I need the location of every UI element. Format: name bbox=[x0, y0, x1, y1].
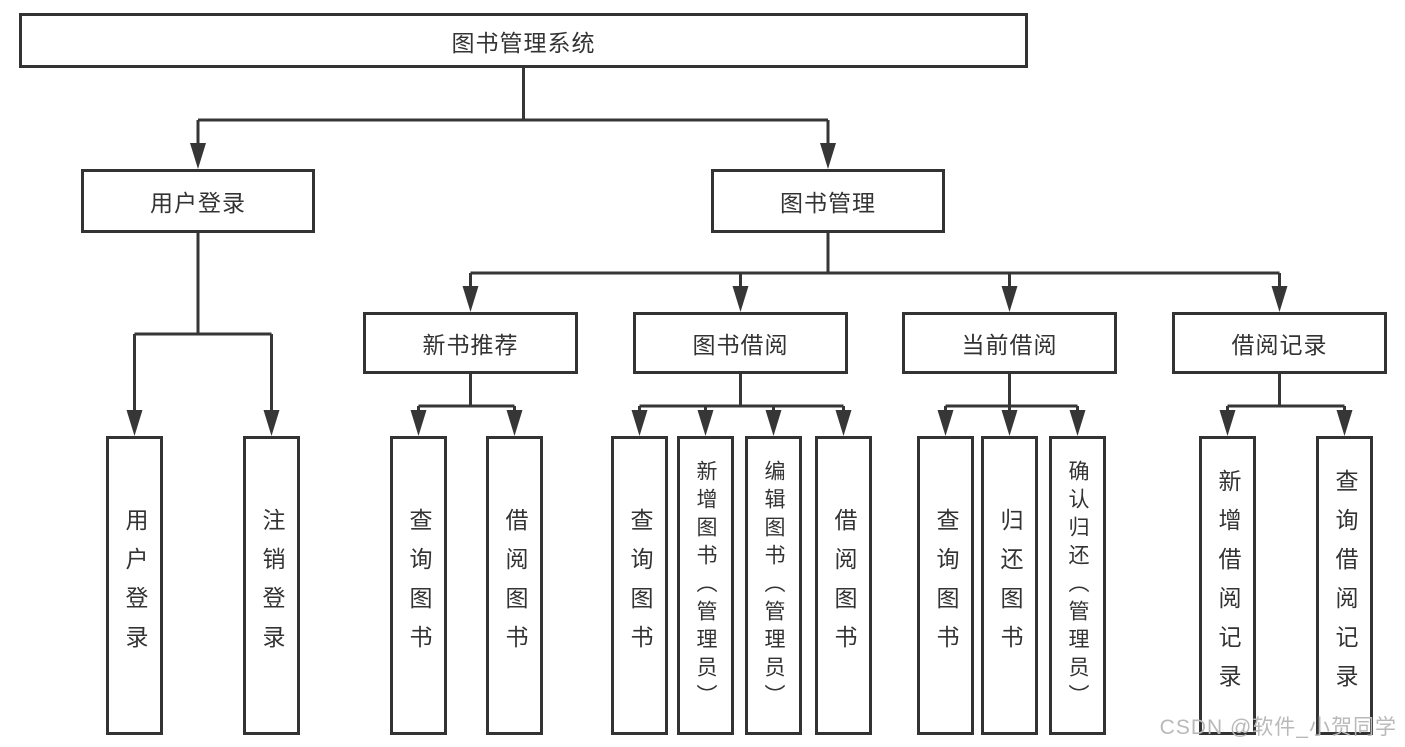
leaf-borrow-edit-admin-label: 编辑图书（管理员） bbox=[762, 459, 785, 712]
leaf-borrow-add-admin: 新增图书（管理员） bbox=[677, 436, 734, 735]
leaf-record-query: 查询借阅记录 bbox=[1316, 436, 1373, 735]
leaf-newbook-query: 查询图书 bbox=[390, 436, 447, 735]
leaf-record-query-label: 查询借阅记录 bbox=[1332, 468, 1358, 703]
csdn-watermark: CSDN @软件_小贺同学 bbox=[1159, 716, 1397, 739]
node-book-management-label: 图书管理 bbox=[780, 190, 876, 216]
node-user-login-label: 用户登录 bbox=[150, 190, 246, 216]
leaf-borrow-query: 查询图书 bbox=[611, 436, 668, 735]
node-user-login: 用户登录 bbox=[81, 169, 315, 233]
node-new-book-recommend-label: 新书推荐 bbox=[422, 332, 519, 358]
leaf-borrow-borrow-label: 借阅图书 bbox=[831, 507, 857, 664]
node-book-management: 图书管理 bbox=[711, 169, 945, 233]
node-current-borrow: 当前借阅 bbox=[902, 312, 1117, 374]
leaf-borrow-edit-admin: 编辑图书（管理员） bbox=[745, 436, 802, 735]
leaf-current-confirm-admin: 确认归还（管理员） bbox=[1049, 436, 1106, 735]
leaf-current-query-label: 查询图书 bbox=[933, 507, 959, 664]
leaf-borrow-borrow: 借阅图书 bbox=[815, 436, 872, 735]
leaf-newbook-query-label: 查询图书 bbox=[406, 507, 432, 664]
leaf-current-confirm-admin-label: 确认归还（管理员） bbox=[1066, 459, 1089, 712]
node-new-book-recommend: 新书推荐 bbox=[363, 312, 578, 374]
node-book-borrow-label: 图书借阅 bbox=[692, 332, 789, 358]
node-current-borrow-label: 当前借阅 bbox=[961, 332, 1058, 358]
node-root: 图书管理系统 bbox=[19, 13, 1028, 68]
leaf-record-add: 新增借阅记录 bbox=[1199, 436, 1256, 735]
leaf-current-return: 归还图书 bbox=[981, 436, 1038, 735]
leaf-borrow-query-label: 查询图书 bbox=[627, 507, 653, 664]
leaf-current-return-label: 归还图书 bbox=[997, 507, 1023, 664]
leaf-logout: 注销登录 bbox=[243, 436, 300, 735]
leaf-newbook-borrow-label: 借阅图书 bbox=[502, 507, 528, 664]
node-borrow-record: 借阅记录 bbox=[1172, 312, 1387, 374]
leaf-record-add-label: 新增借阅记录 bbox=[1215, 468, 1241, 703]
leaf-current-query: 查询图书 bbox=[917, 436, 974, 735]
node-book-borrow: 图书借阅 bbox=[633, 312, 848, 374]
leaf-newbook-borrow: 借阅图书 bbox=[486, 436, 543, 735]
leaf-user-login-label: 用户登录 bbox=[122, 507, 148, 664]
leaf-logout-label: 注销登录 bbox=[259, 507, 285, 664]
node-borrow-record-label: 借阅记录 bbox=[1231, 332, 1328, 358]
leaf-borrow-add-admin-label: 新增图书（管理员） bbox=[694, 459, 717, 712]
leaf-user-login: 用户登录 bbox=[106, 436, 163, 735]
node-root-label: 图书管理系统 bbox=[451, 29, 596, 56]
